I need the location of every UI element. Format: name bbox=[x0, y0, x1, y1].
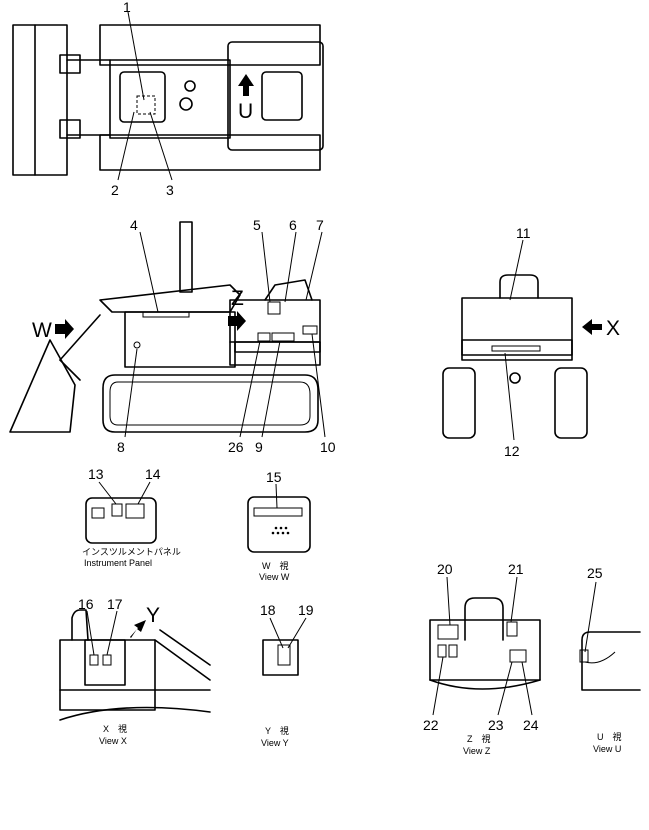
view-x: Y 16 17 X 視 View X bbox=[59, 596, 211, 746]
callout-7: 7 bbox=[316, 217, 324, 233]
caption-view-x-jp: X 視 bbox=[103, 723, 127, 734]
callout-18: 18 bbox=[260, 602, 276, 618]
caption-view-u-jp: U 視 bbox=[597, 731, 622, 742]
side-view: W Z 4 5 6 7 8 26 9 10 bbox=[9, 217, 336, 455]
view-marker-x: X bbox=[606, 317, 620, 340]
callout-6: 6 bbox=[289, 217, 297, 233]
callout-3: 3 bbox=[166, 182, 174, 198]
caption-view-w-en: View W bbox=[259, 572, 290, 582]
caption-view-y-jp: Y 視 bbox=[265, 725, 289, 736]
callout-4: 4 bbox=[130, 217, 138, 233]
callout-5: 5 bbox=[253, 217, 261, 233]
caption-view-y-en: View Y bbox=[261, 738, 289, 748]
caption-view-z-en: View Z bbox=[463, 746, 491, 756]
view-y: 18 19 Y 視 View Y bbox=[260, 602, 314, 748]
caption-instrument-jp: インスツルメントパネル bbox=[82, 547, 181, 557]
caption-view-x-en: View X bbox=[99, 736, 127, 746]
callout-24: 24 bbox=[523, 717, 539, 733]
callout-23: 23 bbox=[488, 717, 504, 733]
callout-21: 21 bbox=[508, 561, 524, 577]
callout-2: 2 bbox=[111, 182, 119, 198]
caption-instrument-en: Instrument Panel bbox=[84, 558, 152, 568]
view-marker-u: U bbox=[238, 100, 253, 123]
view-z: 20 21 22 23 24 Z 視 View Z bbox=[423, 561, 541, 756]
rear-view: X 11 12 bbox=[442, 225, 620, 459]
callout-22: 22 bbox=[423, 717, 439, 733]
callout-15: 15 bbox=[266, 469, 282, 485]
view-marker-y: Y bbox=[146, 604, 160, 627]
caption-view-u-en: View U bbox=[593, 744, 621, 754]
callout-14: 14 bbox=[145, 466, 161, 482]
view-u: 25 U 視 View U bbox=[579, 565, 641, 754]
callout-20: 20 bbox=[437, 561, 453, 577]
callout-10: 10 bbox=[320, 439, 336, 455]
top-view: U 1 2 3 bbox=[12, 0, 324, 198]
callout-8: 8 bbox=[117, 439, 125, 455]
caption-view-z-jp: Z 視 bbox=[467, 733, 491, 744]
callout-13: 13 bbox=[88, 466, 104, 482]
callout-26: 26 bbox=[228, 439, 244, 455]
callout-17: 17 bbox=[107, 596, 123, 612]
view-marker-w: W bbox=[32, 319, 52, 342]
callout-11: 11 bbox=[516, 225, 531, 241]
view-marker-z: Z bbox=[231, 287, 244, 310]
callout-25: 25 bbox=[587, 565, 603, 581]
callout-1: 1 bbox=[123, 0, 131, 15]
caption-view-w-jp: W 視 bbox=[262, 560, 289, 571]
instrument-panel-view: 13 14 インスツルメントパネル Instrument Panel bbox=[82, 466, 181, 568]
callout-12: 12 bbox=[504, 443, 520, 459]
callout-9: 9 bbox=[255, 439, 263, 455]
callout-16: 16 bbox=[78, 596, 94, 612]
callout-19: 19 bbox=[298, 602, 314, 618]
view-w: 15 W 視 View W bbox=[247, 469, 311, 582]
